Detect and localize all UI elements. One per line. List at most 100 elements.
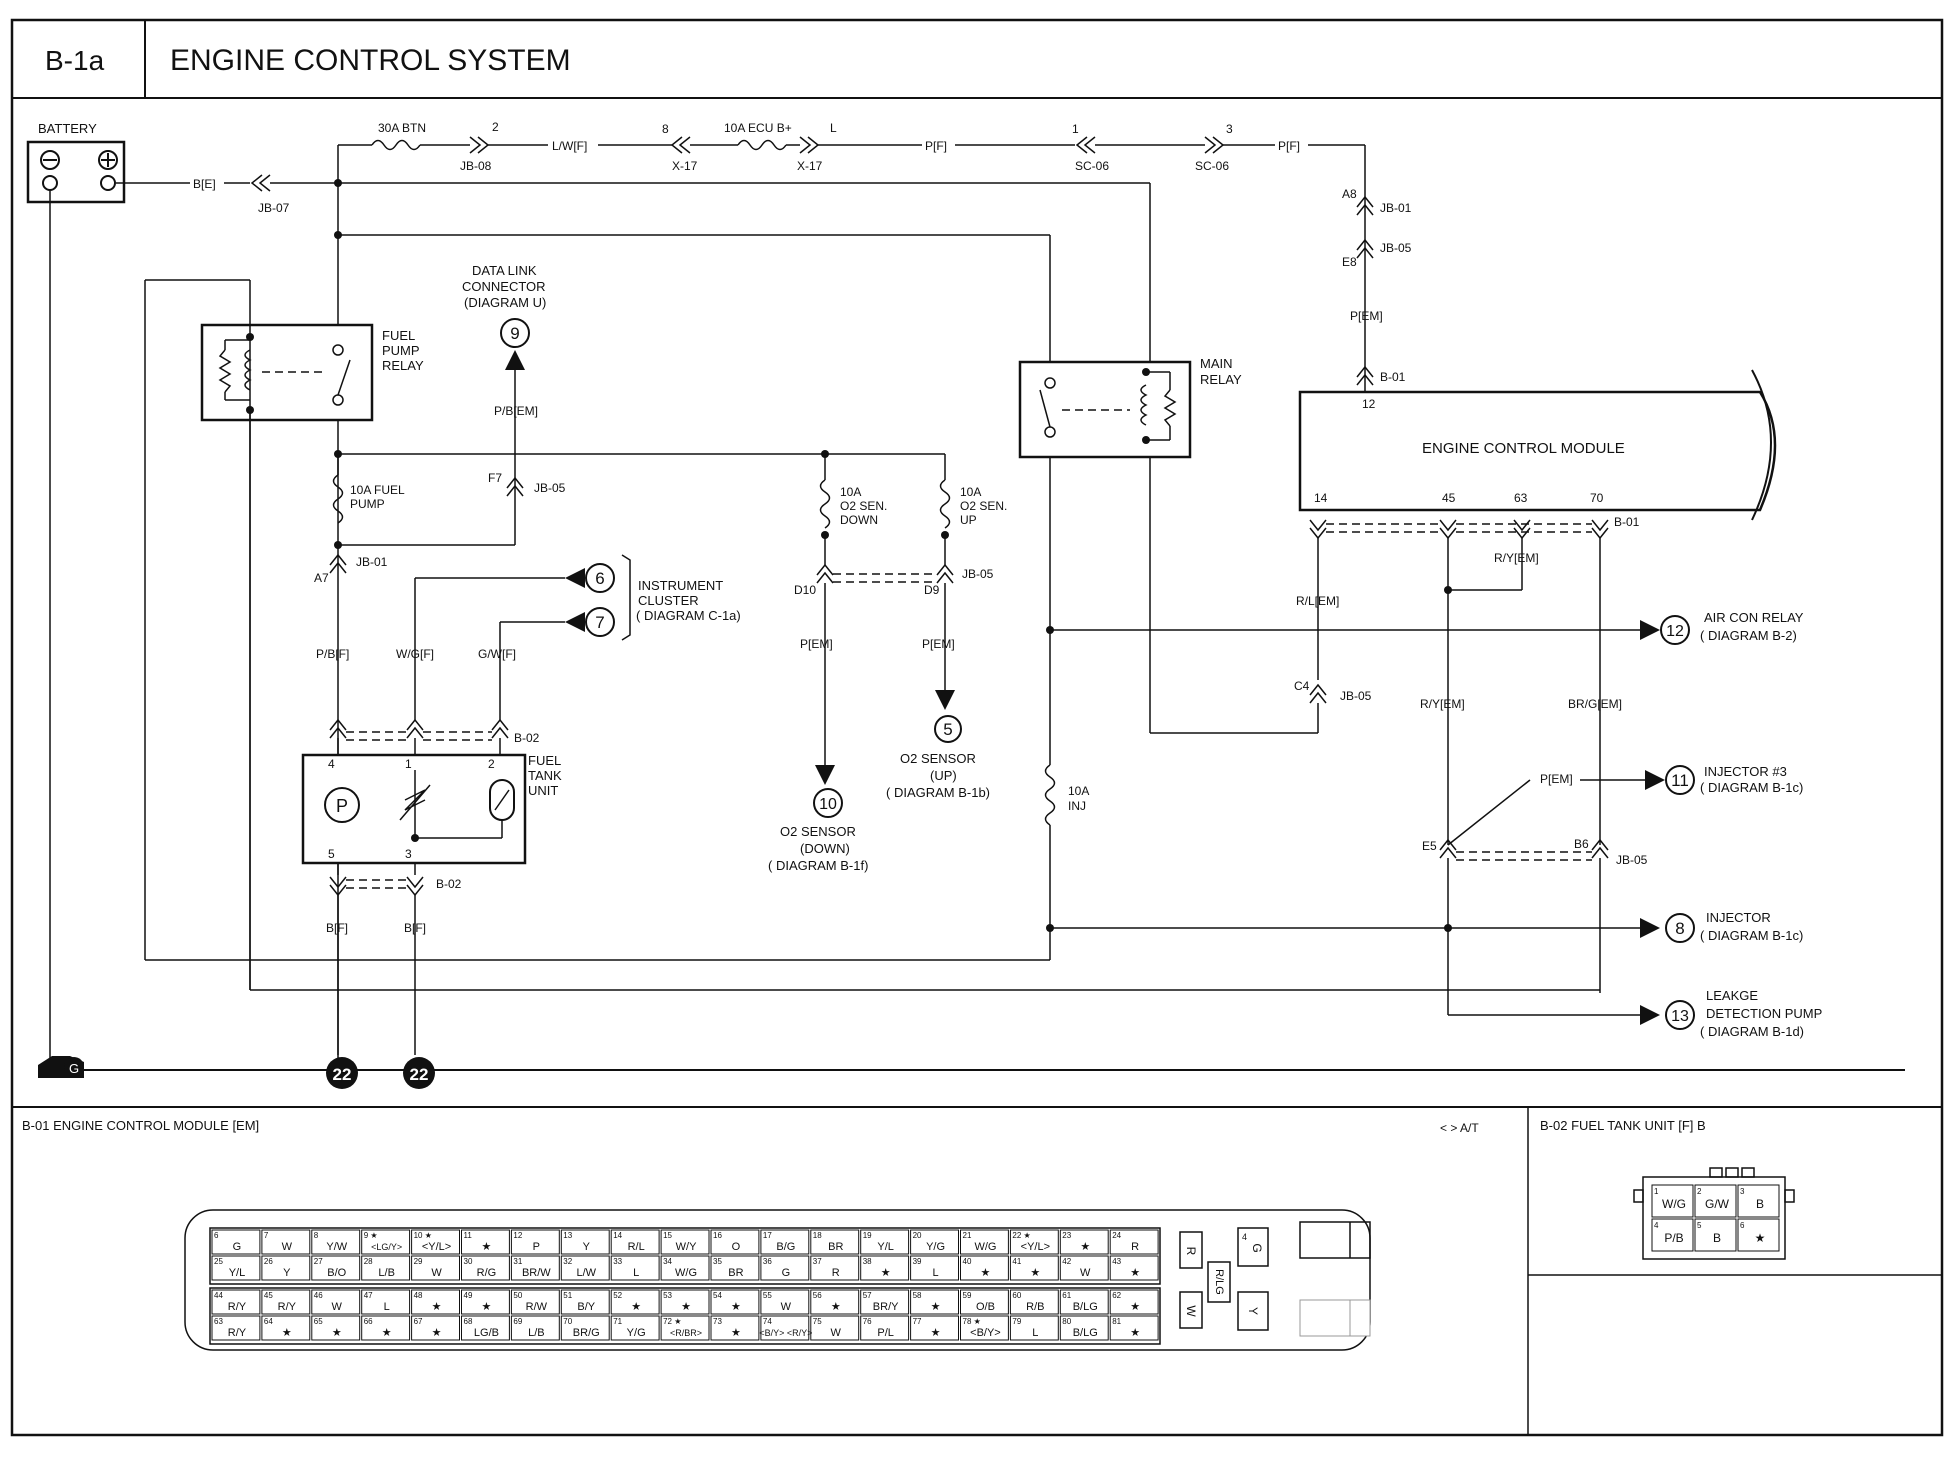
ecm-pin-color: L	[932, 1267, 938, 1279]
connector-icon	[469, 136, 490, 154]
ecm-pin-cell	[311, 1315, 361, 1341]
svg-text:(DOWN): (DOWN)	[800, 841, 850, 856]
ecm-pin-number: 56	[813, 1291, 822, 1300]
svg-text:5: 5	[328, 847, 335, 861]
ref-circle-8	[1665, 913, 1695, 943]
ecm-pin-color: O/B	[976, 1301, 995, 1313]
ecm-pin-number: 25	[214, 1257, 223, 1266]
ecm-pin-cell	[1009, 1315, 1059, 1341]
svg-text:( DIAGRAM B-1d): ( DIAGRAM B-1d)	[1700, 1024, 1804, 1039]
ecm-pin-color: Y/L	[229, 1267, 246, 1279]
svg-text:JB-01: JB-01	[1380, 201, 1412, 215]
pump-icon	[324, 787, 360, 823]
ecm-pin-color: LG/B	[474, 1327, 499, 1339]
ecm-pin-cell	[461, 1255, 510, 1281]
ecm-pin-cell	[810, 1315, 860, 1341]
ground-point-22b	[403, 1057, 435, 1089]
ecm-pin-cell	[910, 1315, 959, 1341]
ecm-pin-color: W/G	[675, 1267, 697, 1279]
ecm-pin-color: BR	[728, 1267, 743, 1279]
ecm-pin-cell	[1109, 1255, 1159, 1281]
ecm-pin-number: 61	[1062, 1291, 1071, 1300]
ecm-pin-number: 54	[713, 1291, 722, 1300]
ecm-pin-color: Y	[283, 1267, 291, 1279]
connector-icon	[1075, 136, 1096, 154]
svg-text:E8: E8	[1342, 255, 1357, 269]
ecm-pin-color: R/L	[628, 1241, 645, 1253]
ecm-pin-cell	[860, 1229, 910, 1255]
svg-text:(DIAGRAM U): (DIAGRAM U)	[464, 295, 546, 310]
ecm-pin-color: <R/BR>	[670, 1328, 702, 1338]
svg-text:DETECTION PUMP: DETECTION PUMP	[1706, 1006, 1822, 1021]
svg-text:(UP): (UP)	[930, 768, 957, 783]
ecm-pin-cell	[211, 1229, 261, 1255]
svg-text:JB-05: JB-05	[534, 481, 566, 495]
ecm-pin-number: 19	[863, 1231, 872, 1240]
diagram-title: ENGINE CONTROL SYSTEM	[170, 44, 571, 77]
ecm-pin-number: 75	[813, 1317, 822, 1326]
diagram-border	[10, 18, 1944, 1437]
svg-text:5: 5	[943, 720, 952, 739]
ecm-pin-cell	[311, 1255, 361, 1281]
ecm-pin-cell	[361, 1315, 411, 1341]
ecm-pin-color: P	[533, 1241, 540, 1253]
b02-pin-cell	[1737, 1218, 1780, 1252]
ecm-pin-number: 46	[314, 1291, 323, 1300]
ecm-pin-number: 48	[414, 1291, 423, 1300]
ecm-pin-number: 21	[963, 1231, 972, 1240]
connector-icon	[1356, 238, 1374, 259]
ecm-pin-number: 59	[963, 1291, 972, 1300]
ecm-pin-number: 34	[663, 1257, 672, 1266]
ecm-pin-color: ★	[981, 1267, 991, 1279]
svg-text:3: 3	[1226, 122, 1233, 136]
wire-label: P[EM]	[800, 637, 833, 651]
svg-text:JB-05: JB-05	[1380, 241, 1412, 255]
ecm-pin-number: 28	[364, 1257, 373, 1266]
wire-label: B[F]	[404, 921, 426, 935]
svg-text:3: 3	[405, 847, 412, 861]
svg-text:ENGINE CONTROL MODULE: ENGINE CONTROL MODULE	[1422, 440, 1625, 457]
ecm-pin-color: BR/Y	[873, 1301, 899, 1313]
svg-text:B6: B6	[1574, 837, 1589, 851]
svg-text:30A BTN: 30A BTN	[378, 121, 426, 135]
svg-text:W: W	[1184, 1305, 1198, 1317]
svg-text:D10: D10	[794, 583, 816, 597]
wire-label: G/W[F]	[478, 647, 516, 661]
svg-text:B-02: B-02	[514, 731, 540, 745]
ecm-pin-number: 73	[713, 1317, 722, 1326]
ecm-pin-number: 74	[763, 1317, 772, 1326]
ecm-pin-number: 45	[264, 1291, 273, 1300]
ecm-pin-cell	[1009, 1229, 1059, 1255]
svg-text:O2 SENSOR: O2 SENSOR	[900, 751, 976, 766]
svg-text:2: 2	[492, 120, 499, 134]
svg-text:14: 14	[1314, 491, 1328, 505]
svg-text:L: L	[830, 121, 837, 135]
ecm-pin-color: R/Y	[228, 1327, 247, 1339]
b02-title: B-02 FUEL TANK UNIT [F] B	[1540, 1118, 1706, 1133]
ecm-pin-color: R/G	[477, 1267, 497, 1279]
svg-text:B-02: B-02	[436, 877, 462, 891]
ecm-pin-color: ★	[282, 1327, 292, 1339]
ecm-pin-color: R/B	[1026, 1301, 1044, 1313]
svg-text:7: 7	[595, 613, 604, 632]
ecm-pin-cell	[810, 1255, 860, 1281]
svg-text:G: G	[69, 1061, 79, 1076]
ecm-pin-cell	[311, 1229, 361, 1255]
svg-text:FUEL: FUEL	[382, 328, 415, 343]
ecm-pin-cell	[211, 1289, 261, 1315]
ecm-pin-color: R	[832, 1267, 840, 1279]
ecm-pin-cell	[710, 1289, 760, 1315]
ecm-pin-color: ★	[731, 1327, 741, 1339]
svg-text:INJECTOR #3: INJECTOR #3	[1704, 764, 1787, 779]
ecm-pin-cell	[560, 1255, 610, 1281]
ecm-pin-color: B/Y	[577, 1301, 595, 1313]
svg-text:C4: C4	[1294, 679, 1310, 693]
svg-text:CLUSTER: CLUSTER	[638, 593, 699, 608]
ecm-pin-cell	[810, 1229, 860, 1255]
svg-text:4: 4	[1242, 1232, 1247, 1242]
ecm-pin-number: 52	[613, 1291, 622, 1300]
ecm-pin-color: B/G	[776, 1241, 795, 1253]
ecm-pin-color: ★	[881, 1267, 891, 1279]
svg-text:JB-01: JB-01	[356, 555, 388, 569]
